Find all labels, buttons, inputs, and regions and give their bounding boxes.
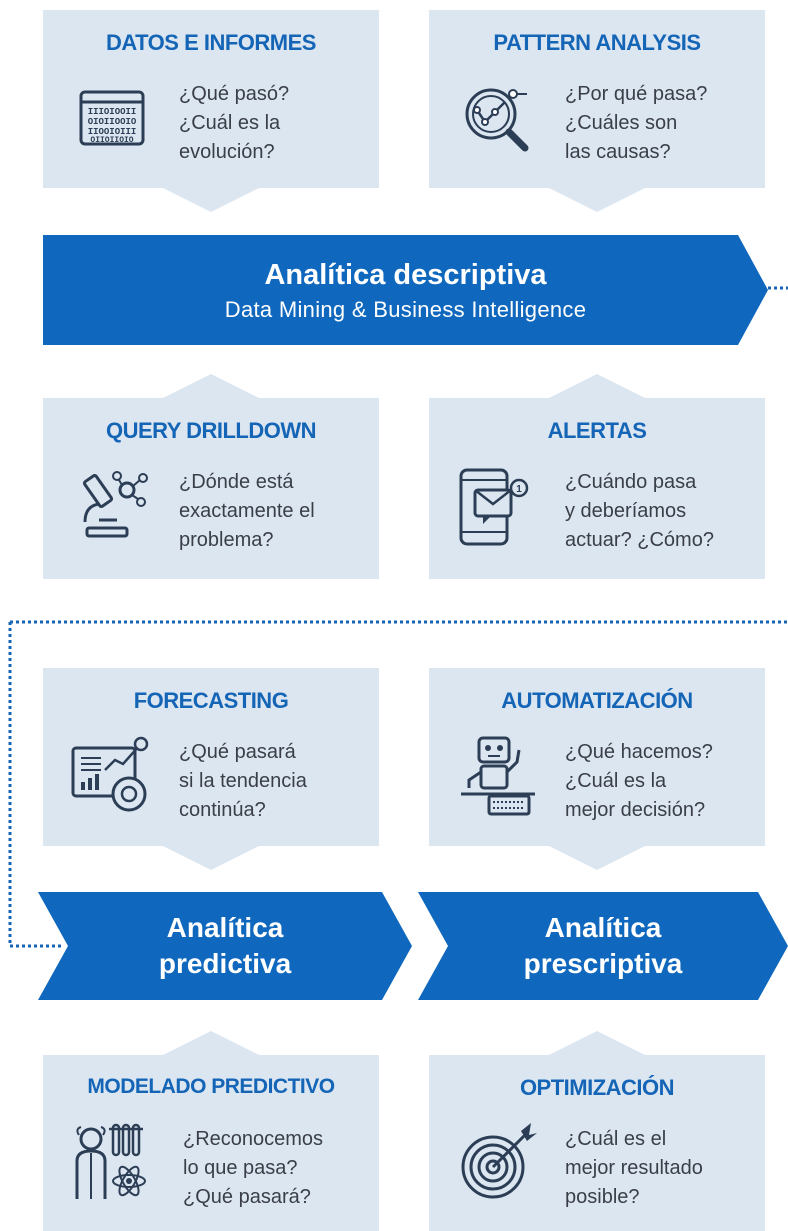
card-forecasting: FORECASTING ¿Qué pasará si la tendencia … — [43, 668, 379, 870]
card-questions: ¿Reconocemos lo que pasa? ¿Qué pasará? — [183, 1128, 324, 1208]
svg-text:IIIOIOOII: IIIOIOOII — [88, 107, 137, 117]
card-datos-informes: DATOS E INFORMES IIIOIOOII OIOIIOOIO IIO… — [43, 10, 379, 212]
banner-title: Analítica descriptiva — [264, 259, 547, 291]
banner-line2: prescriptiva — [523, 948, 683, 979]
card-pointer — [549, 374, 645, 398]
microscope-icon — [69, 462, 155, 548]
card-title: FORECASTING — [133, 688, 289, 713]
svg-text:IIOOIOIII: IIOOIOIII — [88, 127, 137, 137]
svg-text:1: 1 — [516, 484, 522, 495]
scientist-icon — [69, 1119, 155, 1205]
svg-text:OIOIIOOIO: OIOIIOOIO — [88, 117, 137, 127]
banner-line1: Analítica — [544, 912, 662, 943]
card-questions: ¿Qué pasó? ¿Cuál es la evolución? — [179, 83, 290, 163]
card-title: OPTIMIZACIÓN — [519, 1075, 675, 1100]
robot-icon — [455, 732, 541, 818]
card-title: AUTOMATIZACIÓN — [501, 688, 693, 713]
card-title: MODELADO PREDICTIVO — [87, 1075, 335, 1098]
card-automatizacion: AUTOMATIZACIÓN ¿Qué hacemos? ¿Cuál es la… — [429, 668, 765, 870]
binary-data-icon: IIIOIOOII OIOIIOOIO IIOOIOIII OIIOIIOIO — [69, 74, 155, 160]
banner-line2: predictiva — [158, 948, 292, 979]
banner-line1: Analítica — [166, 912, 284, 943]
banner-analitica-prescriptiva: Analítica prescriptiva — [418, 892, 788, 1000]
card-pointer — [163, 1031, 259, 1055]
card-pointer — [163, 188, 259, 212]
card-questions: ¿Qué pasará si la tendencia continúa? — [179, 741, 307, 821]
card-pointer — [549, 846, 645, 870]
card-title: ALERTAS — [547, 418, 647, 443]
card-modelado-predictivo: MODELADO PREDICTIVO ¿Reconocemos lo que … — [43, 1031, 379, 1231]
card-title: PATTERN ANALYSIS — [493, 30, 701, 55]
magnifier-chart-icon — [455, 74, 541, 160]
target-icon — [455, 1119, 541, 1205]
card-questions: ¿Qué hacemos? ¿Cuál es la mejor decisión… — [565, 741, 713, 821]
card-questions: ¿Cuándo pasa y deberíamos actuar? ¿Cómo? — [565, 471, 714, 551]
card-pointer — [163, 374, 259, 398]
card-pointer — [163, 846, 259, 870]
dashboard-chart-icon — [69, 732, 155, 818]
svg-text:OIIOIIOIO: OIIOIIOIO — [90, 136, 133, 145]
card-pointer — [549, 188, 645, 212]
card-optimizacion: OPTIMIZACIÓN ¿Cuál es el mejor resultado… — [429, 1031, 765, 1231]
card-questions: ¿Cuál es el mejor resultado posible? — [565, 1128, 703, 1208]
card-pointer — [549, 1031, 645, 1055]
card-title: DATOS E INFORMES — [106, 30, 316, 55]
card-alertas: ALERTAS 1 ¿Cuándo pasa y deberíamos actu… — [429, 374, 765, 579]
card-questions: ¿Dónde está exactamente el problema? — [179, 471, 315, 551]
banner-analitica-predictiva: Analítica predictiva — [38, 892, 412, 1000]
card-title: QUERY DRILLDOWN — [105, 418, 317, 443]
banner-subtitle: Data Mining & Business Intelligence — [224, 297, 587, 322]
card-query-drilldown: QUERY DRILLDOWN ¿Dónde está exactamente … — [43, 374, 379, 579]
banner-analitica-descriptiva: Analítica descriptiva Data Mining & Busi… — [43, 235, 768, 345]
phone-notification-icon: 1 — [455, 462, 541, 548]
card-questions: ¿Por qué pasa? ¿Cuáles son las causas? — [565, 83, 708, 163]
card-pattern-analysis: PATTERN ANALYSIS ¿Por qué pasa? ¿Cuáles … — [429, 10, 765, 212]
